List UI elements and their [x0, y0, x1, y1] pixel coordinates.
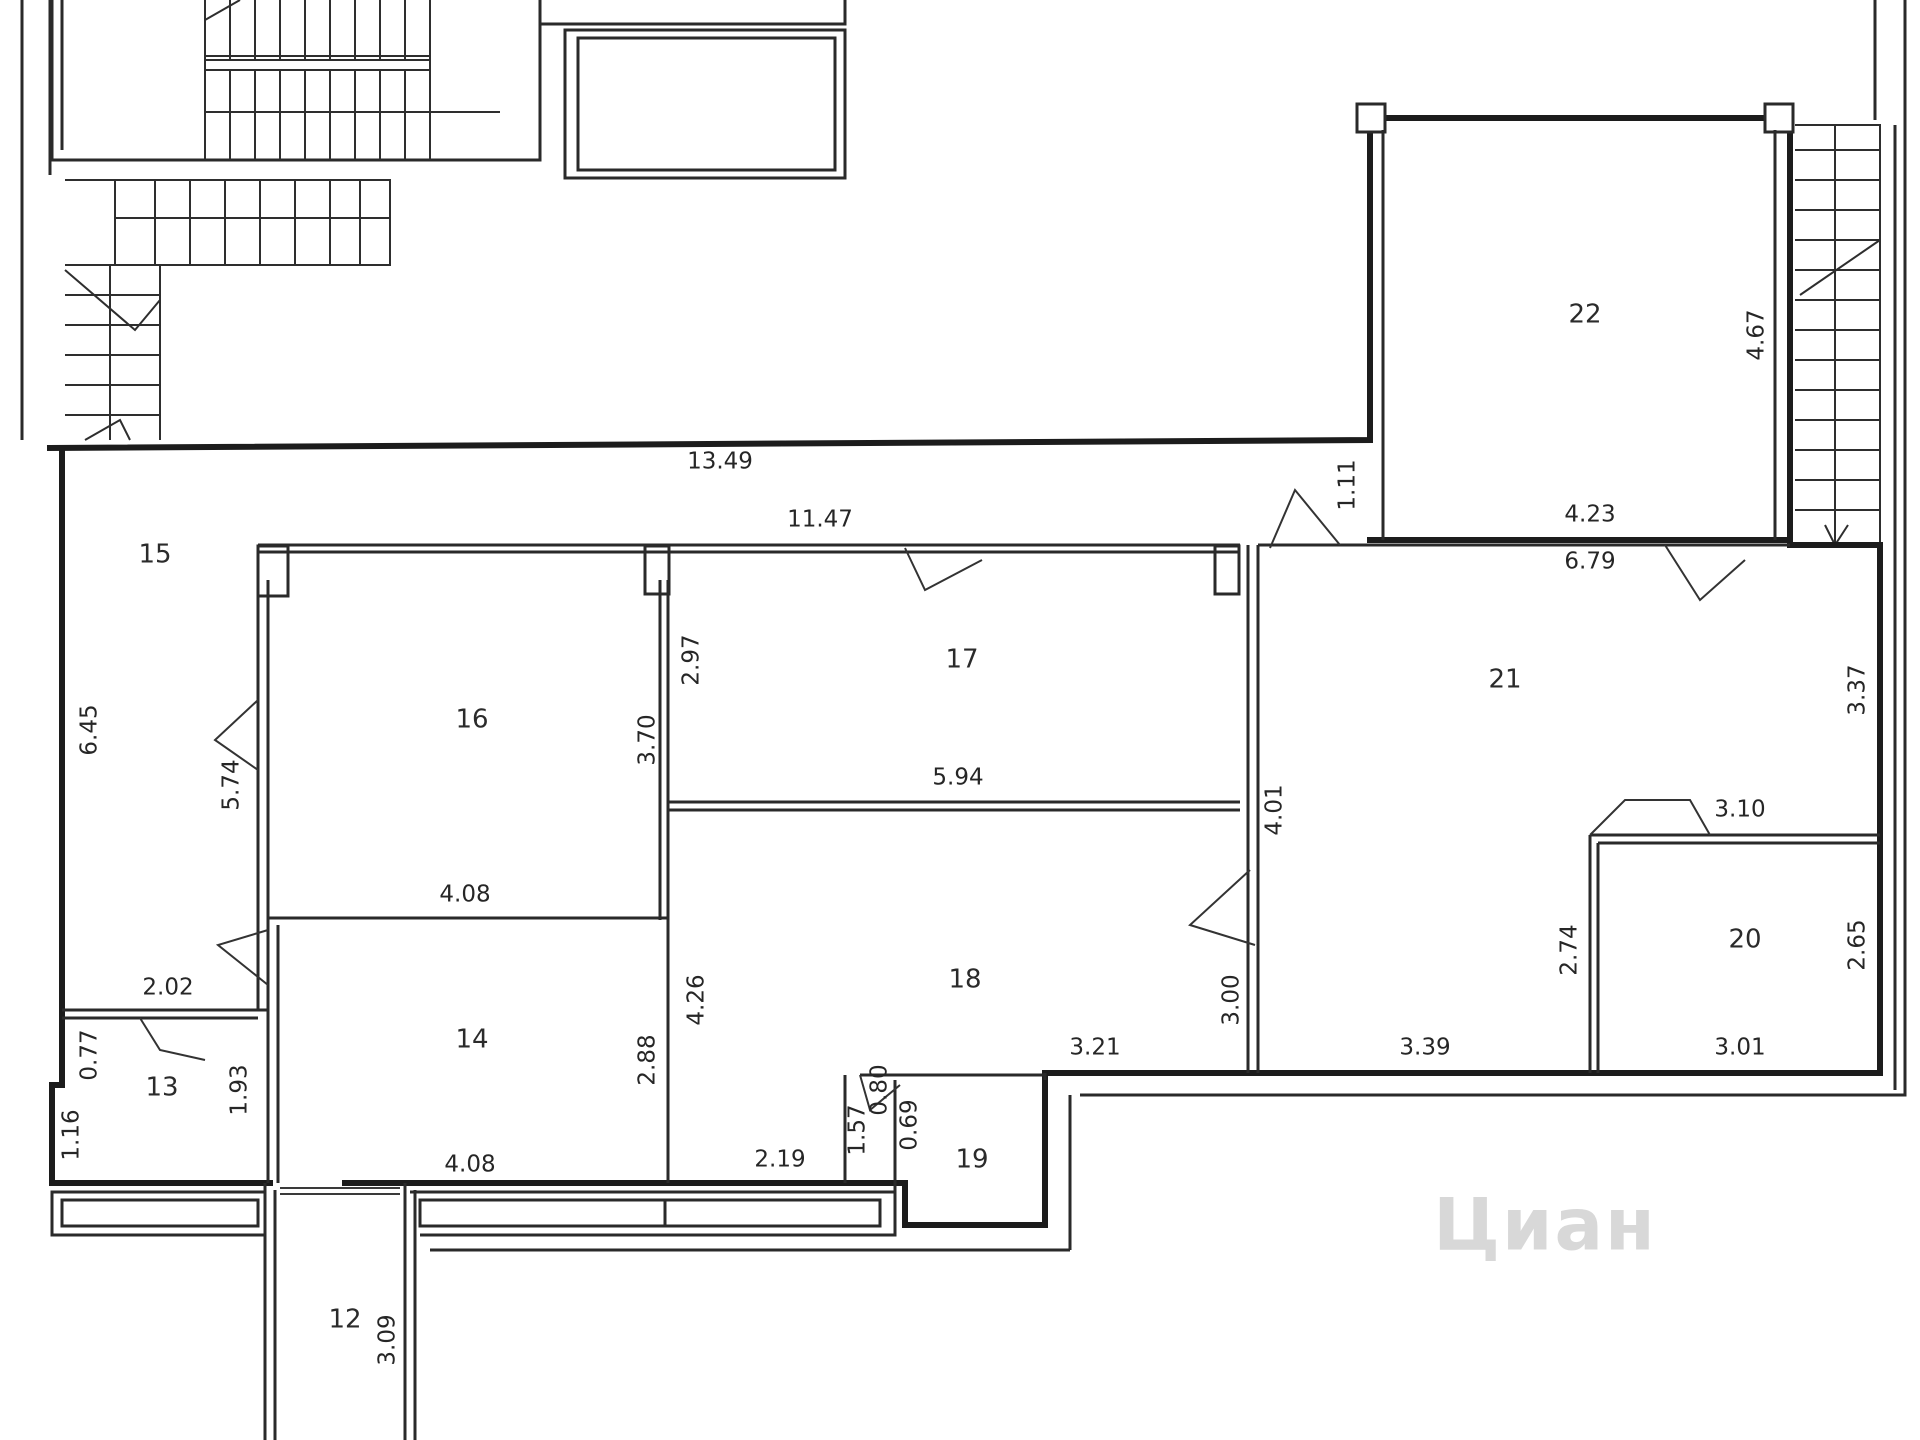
- room-12-label: 12: [328, 1305, 361, 1335]
- dimension-label: 0.69: [897, 1099, 923, 1150]
- dimension-label: 0.80: [867, 1064, 893, 1115]
- room-18-label: 18: [948, 965, 981, 995]
- dimension-label: 6.45: [77, 704, 103, 755]
- door-swings: [139, 488, 1746, 1112]
- dimension-label: 1.93: [227, 1064, 253, 1115]
- dimension-label: 1.11: [1335, 459, 1361, 510]
- dimension-label: 3.70: [635, 714, 661, 765]
- room-21-label: 21: [1488, 665, 1521, 695]
- dimension-label: 3.10: [1714, 797, 1765, 823]
- room-15-label: 15: [138, 540, 171, 570]
- balcony-and-corridor: [50, 1183, 897, 1440]
- dimension-labels: 13.49 11.47 6.45 5.74 4.08 4.08 3.70 5.9…: [59, 309, 1871, 1365]
- dimension-label: 1.57: [845, 1104, 871, 1155]
- dimension-label: 0.77: [77, 1029, 103, 1080]
- dimension-label: 4.01: [1262, 784, 1288, 835]
- room-17-label: 17: [945, 645, 978, 675]
- upper-staircase: [204, 0, 500, 160]
- dimension-label: 4.08: [439, 882, 490, 908]
- dimension-label: 11.47: [787, 507, 853, 533]
- exterior-walls: [46, 115, 1883, 1228]
- dimension-label: 2.97: [679, 634, 705, 685]
- columns: [256, 102, 1795, 598]
- dimension-label: 2.74: [1557, 924, 1583, 975]
- dimension-label: 2.65: [1845, 919, 1871, 970]
- dimension-label: 6.79: [1564, 549, 1615, 575]
- dimension-label: 4.23: [1564, 502, 1615, 528]
- room-20-label: 20: [1728, 925, 1761, 955]
- dimension-label: 13.49: [687, 449, 753, 475]
- room-22-label: 22: [1568, 300, 1601, 330]
- dimension-label: 2.02: [142, 975, 193, 1001]
- dimension-label: 3.21: [1069, 1035, 1120, 1061]
- room-16-label: 16: [455, 705, 488, 735]
- right-staircase: [1795, 124, 1881, 548]
- dimension-label: 3.00: [1219, 974, 1245, 1025]
- dimension-label: 4.26: [684, 974, 710, 1025]
- left-staircase: [64, 179, 391, 441]
- upper-building-outline: [20, 0, 1907, 1252]
- watermark-logo: Циан: [1433, 1183, 1657, 1267]
- room-13-label: 13: [145, 1073, 178, 1103]
- dimension-label: 2.88: [635, 1034, 661, 1085]
- room-14-label: 14: [455, 1025, 488, 1055]
- room-labels: 12 13 14 15 16 17 18 19 20 21 22: [138, 300, 1761, 1335]
- interior-walls: [62, 130, 1880, 1225]
- dimension-label: 3.39: [1399, 1035, 1450, 1061]
- dimension-label: 4.08: [444, 1152, 495, 1178]
- dimension-label: 5.94: [932, 765, 983, 791]
- dimension-label: 4.67: [1744, 309, 1770, 360]
- dimension-label: 1.16: [59, 1109, 85, 1160]
- room-19-label: 19: [955, 1145, 988, 1175]
- dimension-label: 2.19: [754, 1147, 805, 1173]
- dimension-label: 3.37: [1845, 664, 1871, 715]
- dimension-label: 3.01: [1714, 1035, 1765, 1061]
- dimension-label: 3.09: [375, 1314, 401, 1365]
- dimension-label: 5.74: [219, 759, 245, 810]
